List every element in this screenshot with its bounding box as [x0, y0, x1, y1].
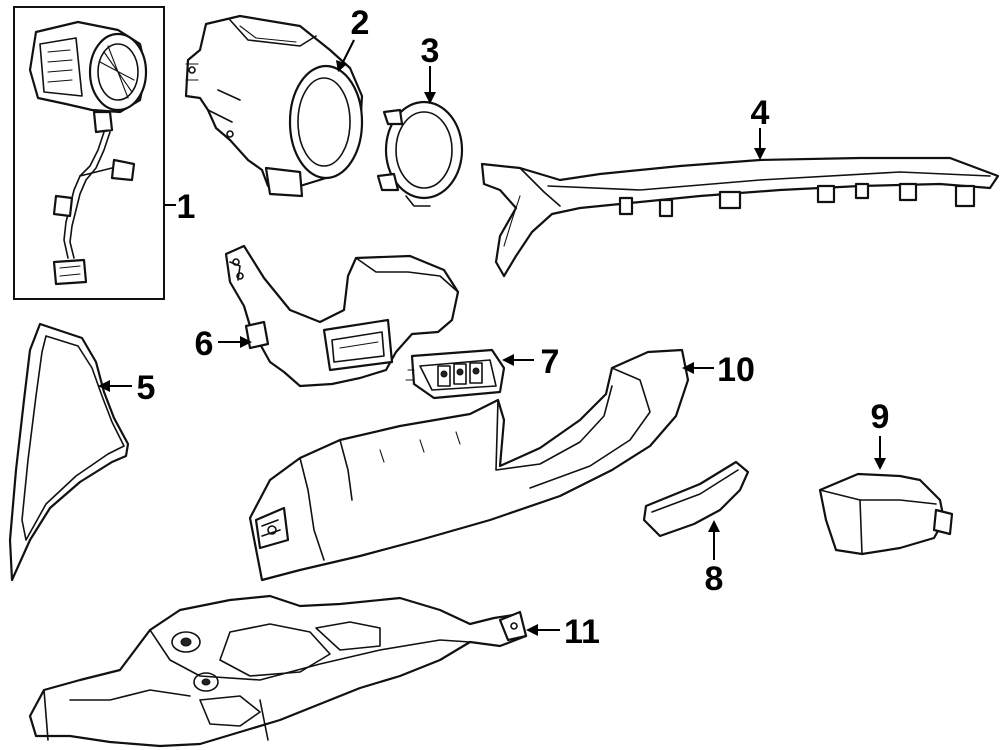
part-3-trim-ring	[376, 100, 464, 207]
callout-11: 11	[564, 613, 600, 651]
part-8-trim-bracket	[642, 460, 750, 538]
part-11-lower-support-bracket	[28, 594, 528, 748]
callout-5: 5	[137, 369, 156, 407]
part-4-upper-trim-panel	[480, 156, 1000, 278]
arrowhead-10	[682, 362, 694, 374]
callout-8: 8	[705, 560, 724, 598]
callout-labels: 1 2 3 4 5 6 7 8 9 10 11	[137, 4, 890, 651]
arrowhead-8	[708, 520, 720, 532]
part-6-lower-column-trim	[224, 244, 460, 388]
arrowhead-4	[754, 148, 766, 160]
part-7-switch-module	[405, 348, 506, 400]
callout-7: 7	[541, 343, 560, 381]
arrowhead-11	[526, 624, 538, 636]
leader-2	[341, 39, 355, 65]
callout-3: 3	[421, 32, 440, 70]
leader-lines	[98, 39, 886, 636]
part-10-lower-instrument-panel	[248, 348, 690, 582]
arrowhead-3	[424, 92, 436, 104]
callout-9: 9	[871, 398, 890, 436]
callout-1: 1	[177, 188, 196, 226]
part-1-vent-assembly	[13, 6, 165, 300]
part-9-airbag-module	[818, 472, 954, 556]
callout-10: 10	[717, 351, 755, 389]
callout-6: 6	[195, 325, 214, 363]
part-5-side-trim-panel	[8, 322, 130, 582]
part-2-column-shroud	[184, 14, 364, 198]
arrowhead-5	[98, 380, 110, 392]
arrowhead-9	[874, 458, 886, 470]
part-1-inset-box	[13, 6, 165, 300]
arrowhead-2	[336, 60, 347, 72]
arrowhead-7	[502, 354, 514, 366]
callout-2: 2	[351, 4, 370, 42]
callout-4: 4	[751, 94, 770, 132]
arrowhead-6	[240, 336, 252, 348]
